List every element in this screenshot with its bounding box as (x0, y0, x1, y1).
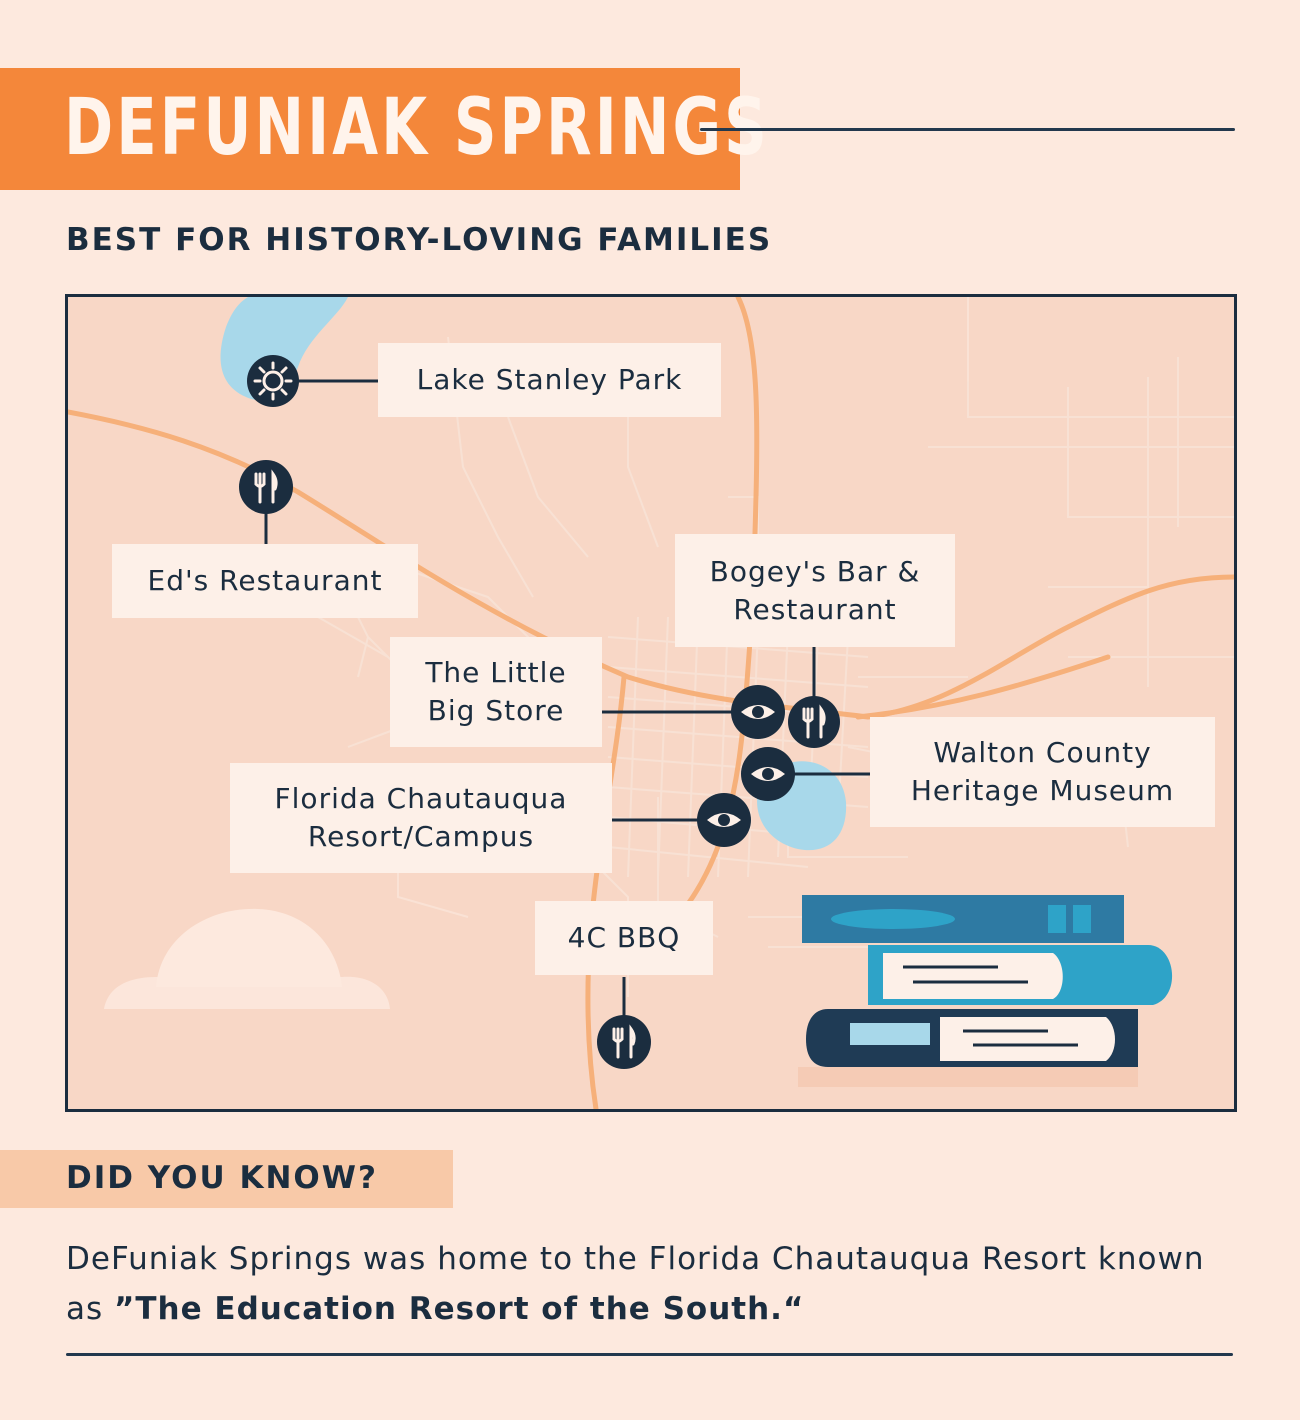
label-text-line-1: Walton County (933, 736, 1152, 769)
label-eds-restaurant: Ed's Restaurant (112, 544, 418, 618)
eye-icon (741, 747, 795, 801)
fact-paragraph: DeFuniak Springs was home to the Florida… (66, 1234, 1246, 1334)
fork-knife-icon (597, 1015, 651, 1069)
page-subtitle: BEST FOR HISTORY-LOVING FAMILIES (66, 222, 773, 258)
label-florida-chautauqua: Florida Chautauqua Resort/Campus (230, 763, 612, 873)
page-title: DEFUNIAK SPRINGS (64, 83, 770, 173)
label-little-big-store: The Little Big Store (390, 637, 602, 747)
label-text: 4C BBQ (567, 921, 681, 954)
label-text-line-2: Resort/Campus (307, 820, 535, 853)
label-walton-county-heritage-museum: Walton County Heritage Museum (870, 717, 1215, 827)
label-bogeys-bar-restaurant: Bogey's Bar & Restaurant (675, 534, 955, 647)
label-text-line-2: Restaurant (733, 592, 897, 626)
title-banner (0, 68, 740, 190)
label-text-line-1: Florida Chautauqua (274, 782, 568, 815)
eye-icon (731, 685, 785, 739)
did-you-know-banner (0, 1150, 453, 1208)
bottom-divider (66, 1353, 1233, 1356)
fact-text: DeFuniak Springs was home to the Florida… (66, 1241, 1205, 1327)
label-text: Ed's Restaurant (147, 564, 383, 597)
label-text: Lake Stanley Park (416, 363, 683, 396)
map-illustration (68, 297, 1234, 1109)
fork-knife-icon (788, 696, 840, 748)
sunset-decoration (104, 908, 390, 1009)
sun-icon (247, 355, 299, 407)
label-lake-stanley-park: Lake Stanley Park (378, 343, 721, 417)
label-text-line-2: Heritage Museum (910, 774, 1175, 807)
label-4c-bbq: 4C BBQ (535, 901, 713, 975)
title-divider (700, 128, 1235, 131)
fact-highlight: ”The Education Resort of the South.“ (114, 1291, 805, 1327)
label-text-line-1: Bogey's Bar & (709, 554, 921, 588)
label-text-line-2: Big Store (427, 694, 565, 727)
fork-knife-icon (239, 460, 293, 514)
label-text-line-1: The Little (425, 656, 567, 689)
did-you-know-heading: DID YOU KNOW? (66, 1160, 378, 1196)
eye-icon (697, 793, 751, 847)
town-map: Lake Stanley Park Ed's Restaurant Bogey'… (65, 294, 1237, 1112)
book-stack-illustration (798, 895, 1173, 1087)
